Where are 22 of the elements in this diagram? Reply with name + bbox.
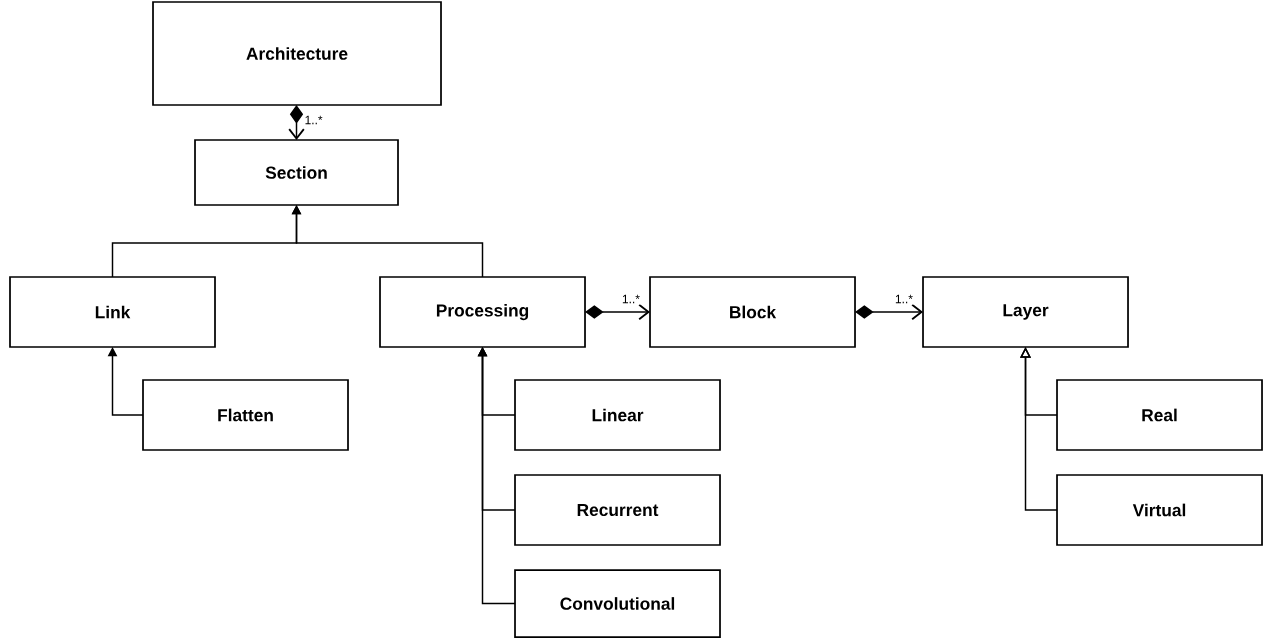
class-box: Processing bbox=[379, 276, 586, 348]
connector bbox=[291, 205, 484, 278]
multiplicity-label: 1..* bbox=[893, 293, 915, 305]
class-box: Block bbox=[649, 276, 856, 348]
class-box: Recurrent bbox=[514, 474, 721, 546]
class-box: Architecture bbox=[152, 1, 442, 106]
connector bbox=[477, 347, 516, 605]
connector bbox=[1019, 347, 1058, 511]
class-box: Linear bbox=[514, 379, 721, 451]
class-box: Flatten bbox=[142, 379, 349, 451]
connector bbox=[855, 303, 923, 321]
class-box: Virtual bbox=[1056, 474, 1263, 546]
multiplicity-label: 1..* bbox=[303, 114, 324, 126]
class-box: Section bbox=[194, 139, 399, 206]
connector bbox=[107, 347, 144, 416]
class-box: Convolutional bbox=[514, 569, 721, 638]
connector bbox=[585, 303, 650, 321]
multiplicity-label: 1..* bbox=[620, 293, 642, 305]
class-box: Link bbox=[9, 276, 216, 348]
class-box: Layer bbox=[922, 276, 1129, 348]
class-box: Real bbox=[1056, 379, 1263, 451]
connector bbox=[288, 105, 305, 140]
